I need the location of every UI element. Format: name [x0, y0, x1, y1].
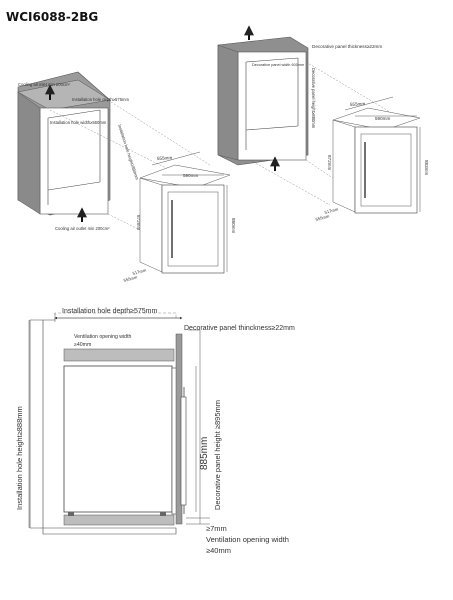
left-dim-555b: 555mm — [123, 274, 138, 283]
left-cooling-outlet-label: Cooling air outlet min 200cm² — [55, 226, 110, 231]
right-appliance — [332, 107, 421, 214]
section-vent-top-line2: ≥40mm — [74, 342, 91, 348]
left-install-width-label: Installation hole width≥560mm — [50, 120, 107, 125]
section-vent-top-line1: Ventilation opening width — [74, 334, 132, 340]
left-install-height-label: Installation hole height≥880mm — [117, 124, 140, 181]
section-install-height-label: Installation hole height≥888mm — [15, 406, 24, 510]
left-cooling-inlet-label: Cooling air inlet min 200cm² — [18, 82, 71, 87]
left-cabinet-cutout — [17, 71, 111, 216]
left-install-depth-label: Installation hole depth≥575mm — [72, 97, 130, 102]
right-decorative-panel-label: Decorative panel thickness≥22mm — [312, 44, 382, 49]
page-title: WCI6088-2BG — [6, 10, 99, 24]
left-dim-880: 880mm — [231, 218, 236, 233]
left-dim-590: 590mm — [183, 173, 198, 178]
right-cabinet-cutout — [217, 36, 309, 166]
section-gap-7-label: ≥7mm — [206, 524, 227, 533]
section-decorative-panel-label: Decorative panel thinckness≥22mm — [184, 325, 295, 332]
section-height-885: 885mm — [199, 437, 210, 470]
right-dim-872: 872mm — [327, 155, 332, 170]
right-dim-590: 590mm — [375, 116, 390, 121]
section-vent-bottom-line1: Ventilation opening width — [206, 535, 289, 544]
left-dim-555: 555mm — [157, 155, 173, 161]
right-panel-width-label: Decorative panel width 600mm — [252, 63, 304, 67]
section-panel-height-label: Decorative panel height ≥895mm — [213, 400, 222, 510]
right-dim-883: 883mm — [424, 160, 429, 175]
left-dim-872: 872mm — [136, 215, 141, 230]
section-view — [29, 312, 187, 535]
right-panel-height-label: Decorative panel height≥880mm — [311, 68, 316, 129]
right-dim-517: 517mm — [324, 206, 339, 215]
left-dim-517: 517mm — [132, 267, 147, 276]
right-dim-555b: 555mm — [315, 213, 330, 222]
section-vent-bottom-line2: ≥40mm — [206, 546, 231, 555]
left-appliance — [139, 164, 231, 274]
section-install-depth-label: Installation hole depth≥575mm — [62, 308, 157, 315]
right-dim-555: 555mm — [350, 101, 366, 107]
